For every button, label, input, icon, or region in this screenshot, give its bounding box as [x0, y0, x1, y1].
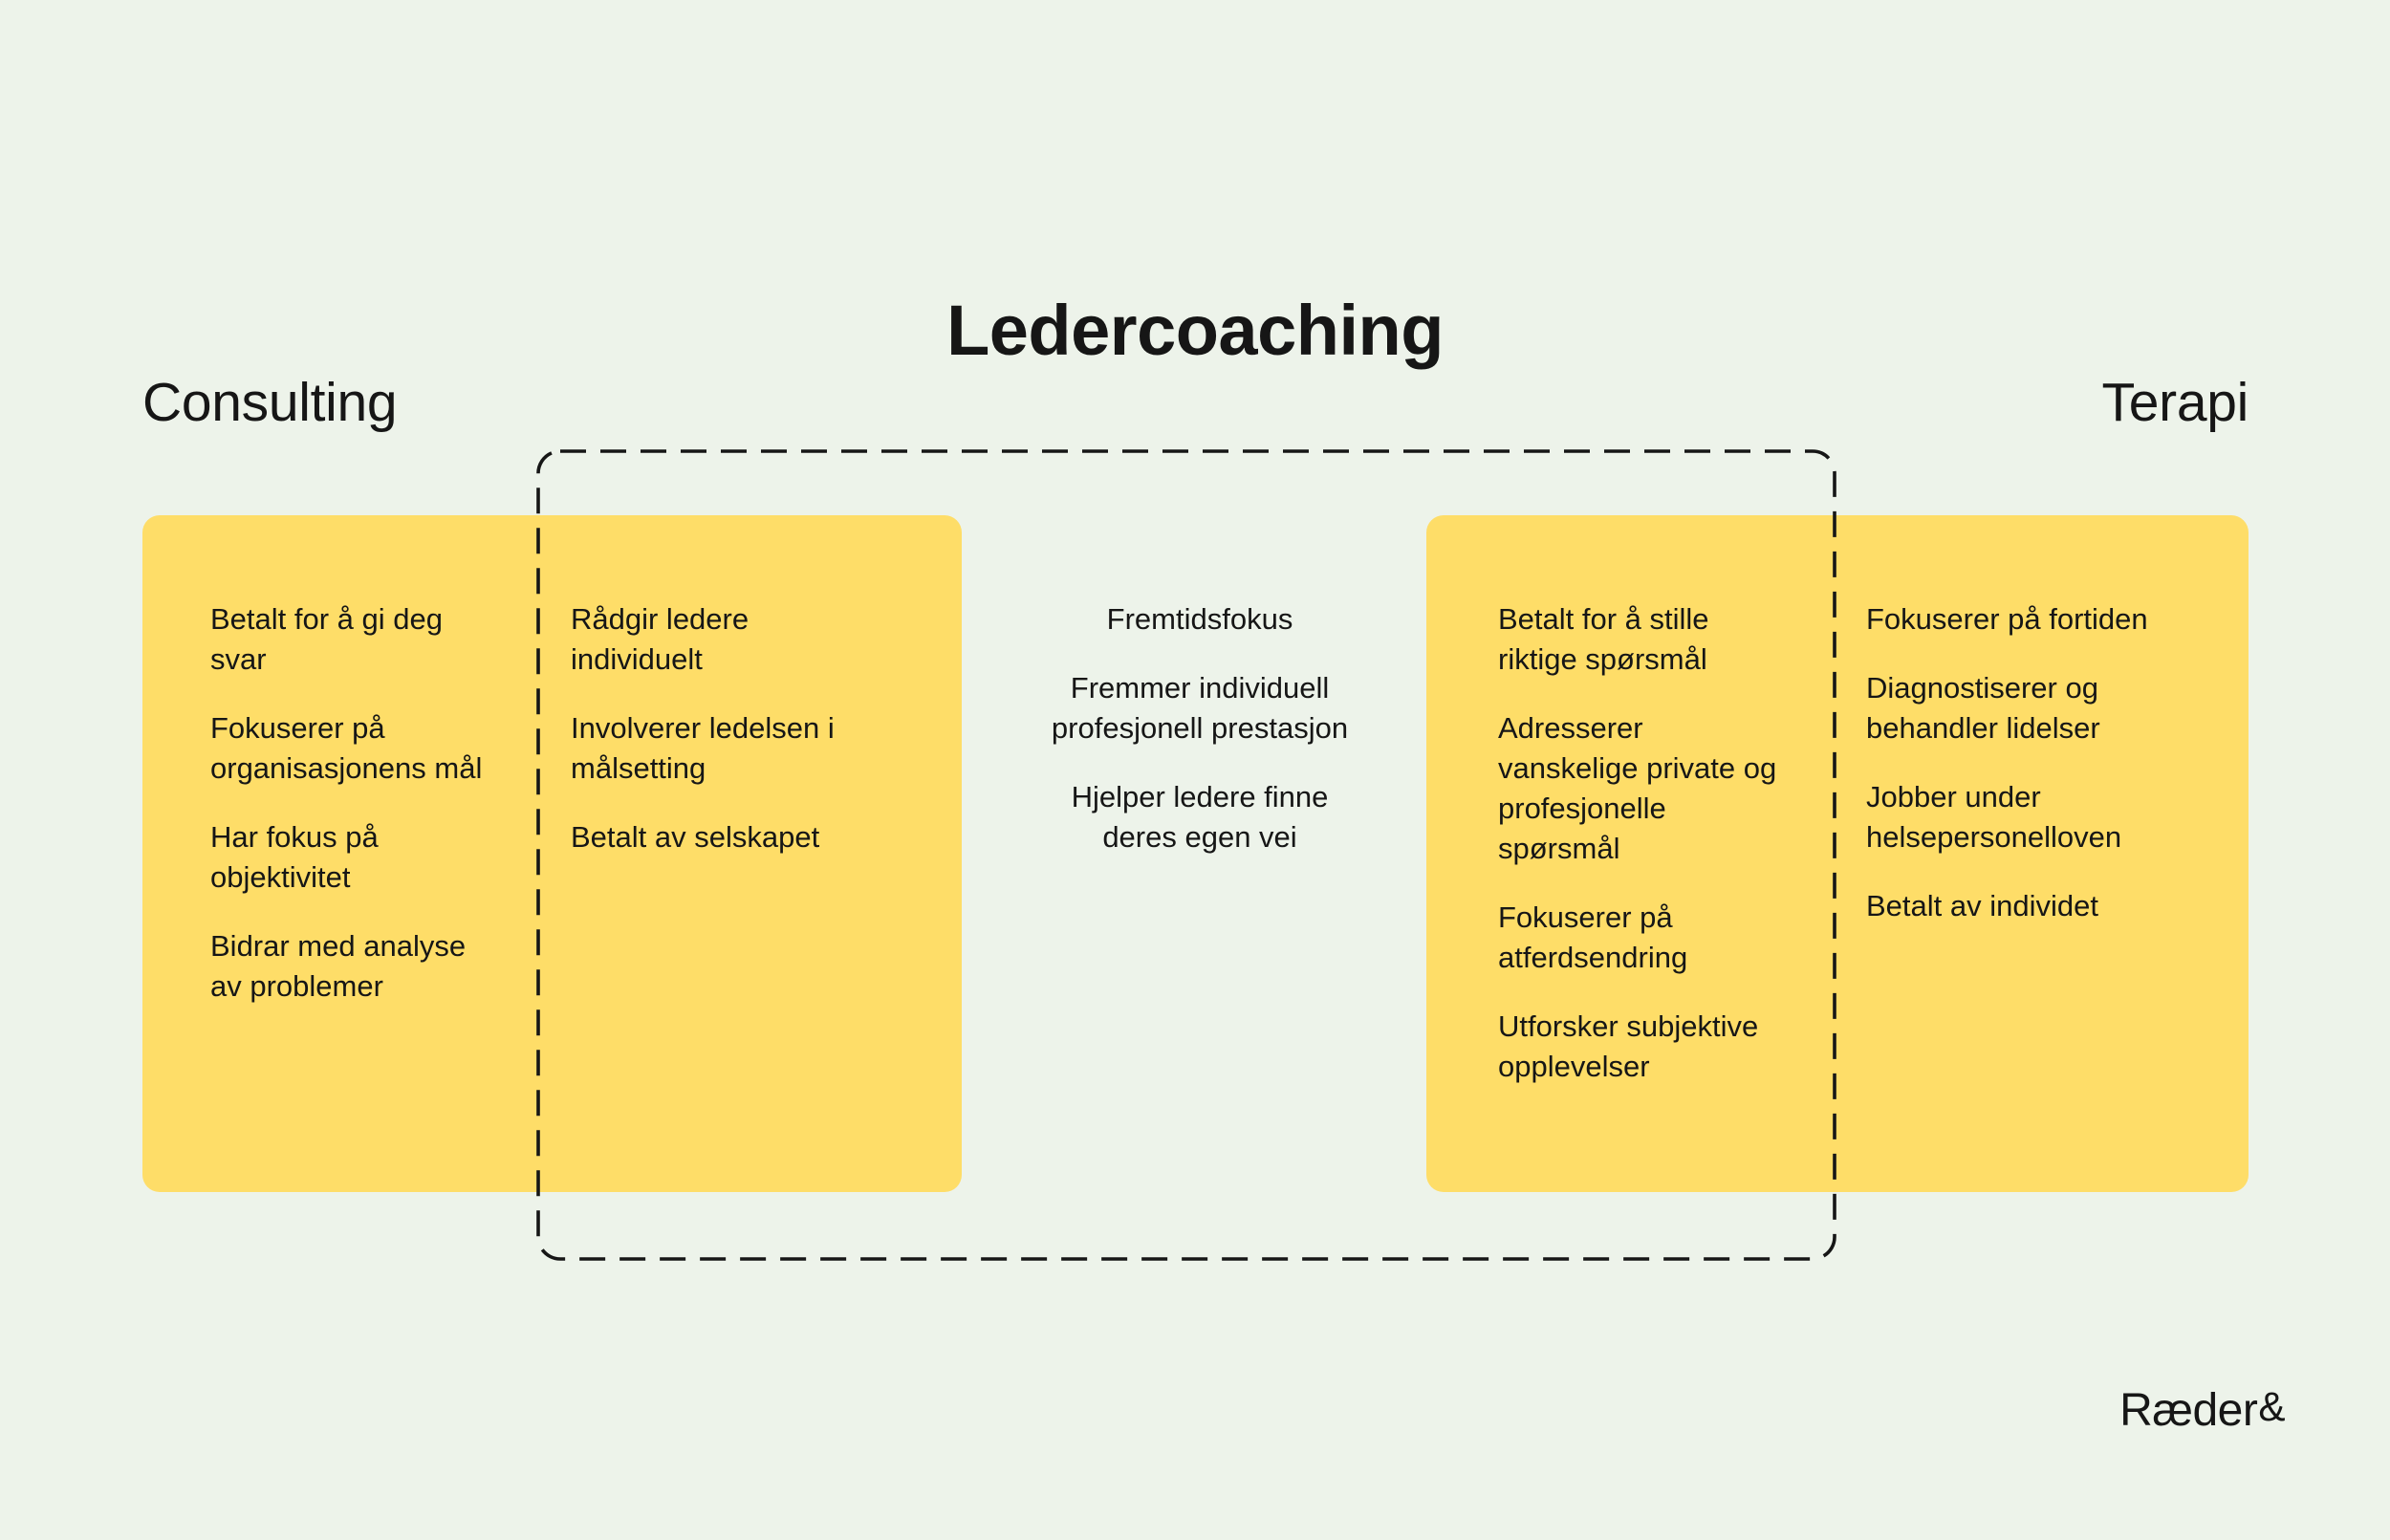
overlap-item: Betalt for å stille riktige spørsmål — [1498, 602, 1709, 676]
raeder-logo: Ræder& — [2119, 1385, 2285, 1436]
overlap-item: Utforsker subjektive opplevelser — [1498, 1009, 1759, 1083]
terapi-card — [1426, 515, 2249, 1192]
consulting-card — [142, 515, 962, 1192]
ampersand-logo-mark: & — [2258, 1384, 2285, 1429]
consulting-item: Bidrar med analyse av problemer — [210, 929, 467, 1003]
terapi-item: Diagnostiserer og behandler lidelser — [1866, 671, 2100, 745]
consulting-item: Betalt for å gi deg svar — [210, 602, 443, 676]
overlap-item: Adresserer vanskelige private og profesj… — [1498, 711, 1777, 865]
coaching-boundary-outline — [536, 449, 1836, 1261]
diagram-title: Ledercoaching — [946, 291, 1444, 370]
overlap-item: Involverer ledelsen i målsetting — [571, 711, 835, 785]
terapi-item: Fokuserer på fortiden — [1866, 602, 2148, 636]
terapi-coaching-overlap-column: Betalt for å stille riktige spørsmål Adr… — [1498, 599, 1828, 1116]
terapi-item: Jobber under helsepersonelloven — [1866, 780, 2122, 854]
consulting-item: Fokuserer på organisasjonens mål — [210, 711, 483, 785]
raeder-logo-text: Ræder — [2119, 1385, 2258, 1436]
consulting-coaching-overlap-column: Rådgir ledere individuelt Involverer led… — [571, 599, 886, 886]
coaching-item: Fremtidsfokus — [1106, 602, 1293, 636]
terapi-label: Terapi — [2101, 372, 2249, 433]
consulting-only-column: Betalt for å gi deg svar Fokuserer på or… — [210, 599, 507, 1035]
coaching-core-column: Fremtidsfokus Fremmer individuell profes… — [1023, 599, 1377, 886]
coaching-item: Fremmer individuell profesjonell prestas… — [1051, 671, 1349, 745]
consulting-item: Har fokus på objektivitet — [210, 820, 379, 894]
overlap-item: Fokuserer på atferdsendring — [1498, 900, 1688, 974]
consulting-label: Consulting — [142, 372, 398, 433]
overlap-item: Rådgir ledere individuelt — [571, 602, 750, 676]
overlap-item: Betalt av selskapet — [571, 820, 820, 854]
terapi-only-column: Fokuserer på fortiden Diagnostiserer og … — [1866, 599, 2220, 955]
coaching-item: Hjelper ledere finne deres egen vei — [1071, 780, 1329, 854]
terapi-item: Betalt av individet — [1866, 889, 2098, 922]
